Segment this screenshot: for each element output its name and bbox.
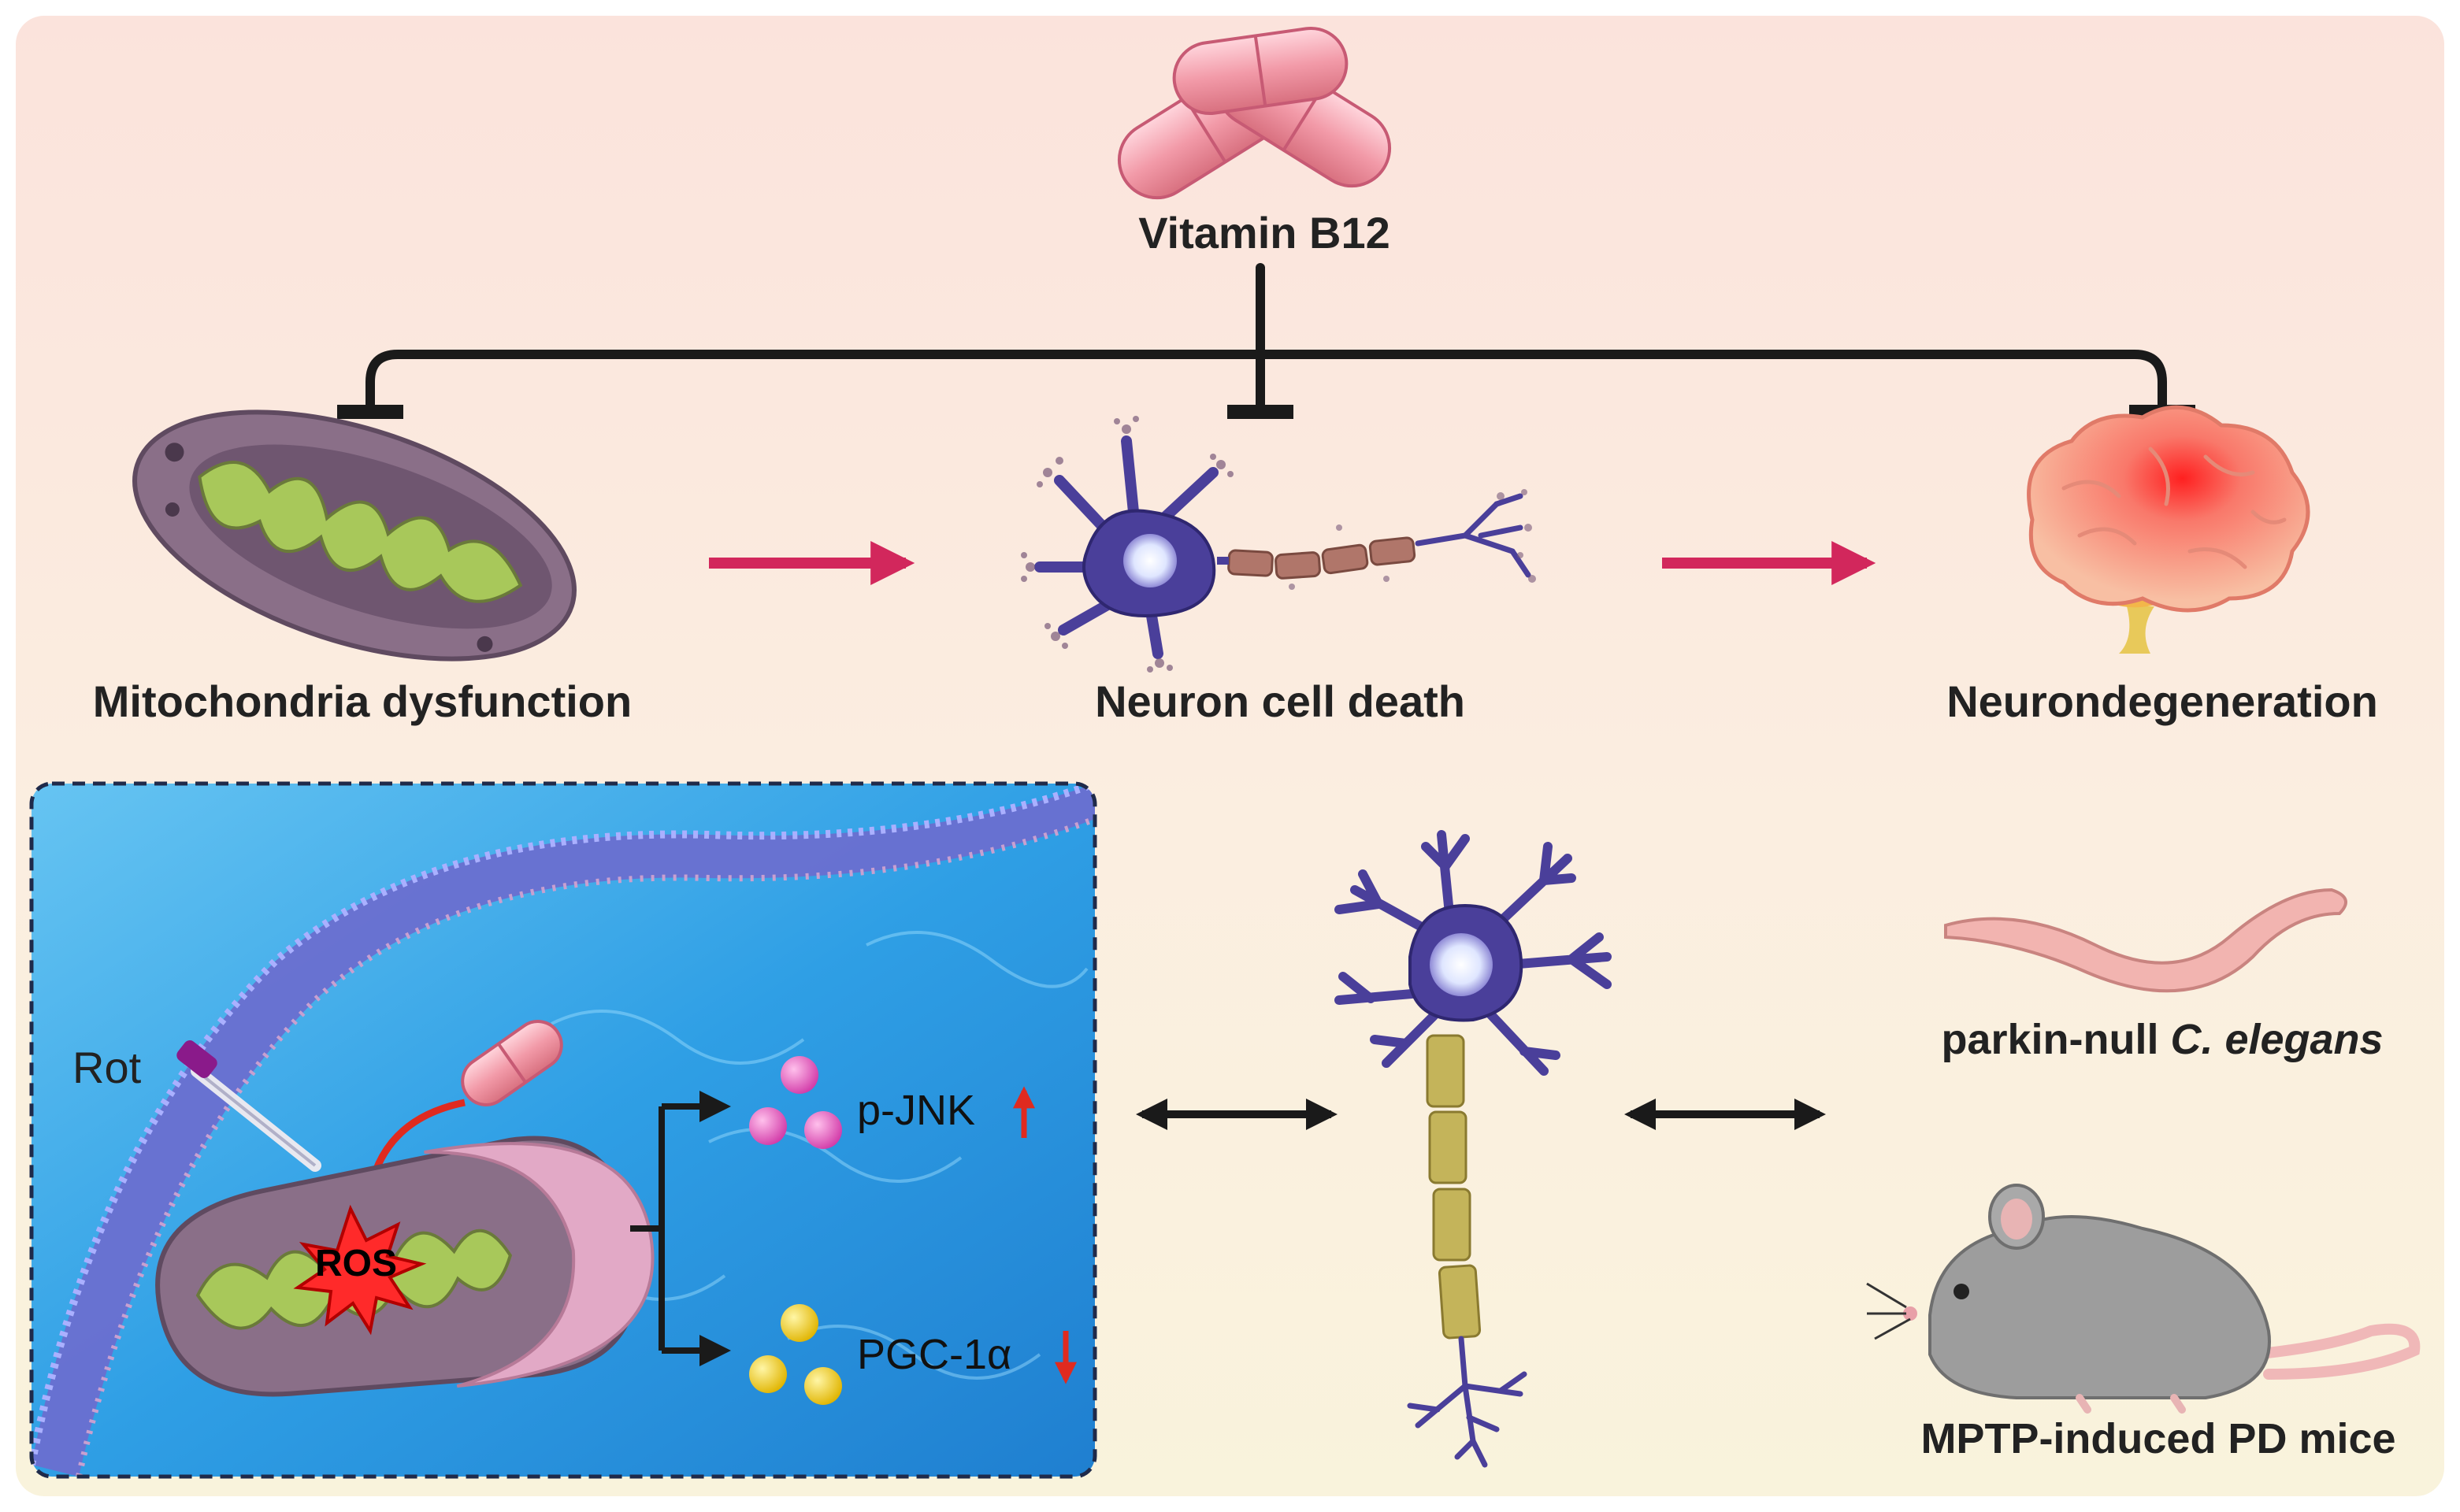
inhibition-bar-neuron <box>1227 405 1293 419</box>
vitamin-b12-capsules-icon <box>1117 26 1392 200</box>
worm-label-species: C. elegans <box>2170 1016 2383 1063</box>
ros-label: ROS <box>315 1243 397 1284</box>
branch-connector <box>630 1091 731 1366</box>
mitochondrion-icon <box>132 410 577 662</box>
mouse-model-label: MPTP-induced PD mice <box>1920 1415 2395 1462</box>
pgc-1a-molecules-icon <box>749 1304 842 1405</box>
vitamin-b12-label: Vitamin B12 <box>1138 208 1390 258</box>
inhibition-bar-mitochondria <box>337 405 403 419</box>
p-jnk-label: p-JNK <box>857 1087 975 1134</box>
healthy-neuron-icon <box>1334 830 1612 1468</box>
stage-neuron-death-label: Neuron cell death <box>1095 676 1465 726</box>
brain-icon <box>2027 405 2310 654</box>
worm-label-prefix: parkin-null <box>1941 1016 2170 1063</box>
pgc-1a-label: PGC-1α <box>857 1331 1011 1378</box>
vitamin-capsule-icon <box>461 1020 563 1106</box>
p-jnk-molecules-icon <box>749 1056 842 1149</box>
inhibition-connector <box>365 263 2167 414</box>
rot-label: Rot <box>72 1043 142 1092</box>
worm-model-label: parkin-null C. elegans <box>1941 1016 2383 1063</box>
stage-neurodegeneration-label: Neurondegeneration <box>1946 676 2378 726</box>
ros-burst-icon <box>293 1204 427 1336</box>
pd-mouse-icon <box>1866 1184 2421 1414</box>
stage-mitochondria-label: Mitochondria dysfunction <box>93 676 632 726</box>
c-elegans-worm-icon <box>1944 888 2347 993</box>
dying-neuron-icon <box>1021 416 1536 673</box>
rot-dropper-icon <box>176 1040 327 1197</box>
